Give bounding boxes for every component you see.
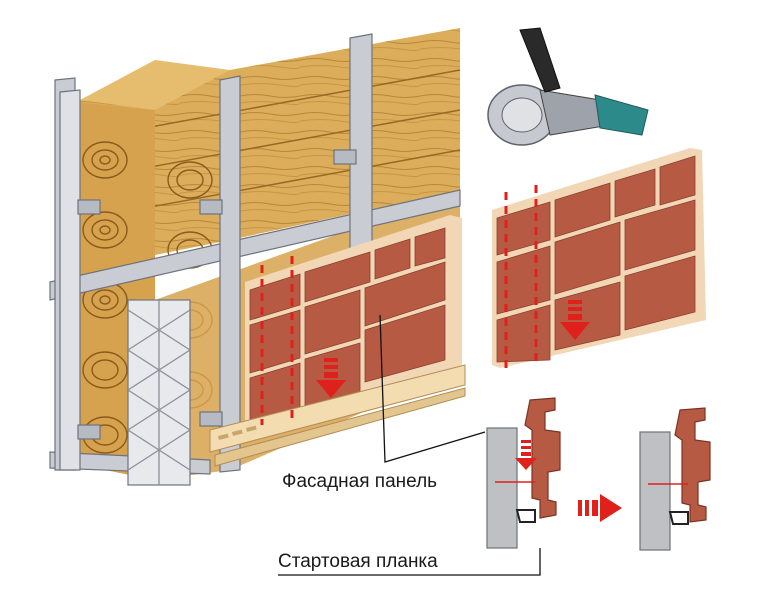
leader-lines xyxy=(278,314,541,576)
bracket xyxy=(77,199,101,215)
arrow-down-icon xyxy=(316,358,346,398)
label-facade-panel: Фасадная панель xyxy=(282,471,438,492)
loose-facade-panel xyxy=(492,148,706,368)
leader-starter-strip xyxy=(278,548,541,576)
arrow-down-icon xyxy=(515,440,537,470)
starter-strip xyxy=(209,364,466,453)
vertical-profile-1-face xyxy=(59,89,81,471)
angle-grinder-icon xyxy=(487,27,649,146)
cut-lines xyxy=(260,256,294,425)
cross-section-before xyxy=(486,397,561,549)
label-starter-strip: Стартовая планка xyxy=(278,551,438,572)
starter-strip-slots xyxy=(217,425,257,440)
vertical-profile-3 xyxy=(349,33,373,256)
bracket xyxy=(199,411,223,427)
metal-frame xyxy=(49,33,461,486)
bracket xyxy=(77,424,101,440)
vertical-profile-2 xyxy=(219,75,241,473)
cross-section-after xyxy=(639,407,711,551)
leader-facade-panel xyxy=(379,314,486,463)
bracket xyxy=(333,149,357,165)
wall-top-edge xyxy=(80,60,230,110)
installed-facade-panel xyxy=(209,215,466,467)
bracket xyxy=(199,199,223,215)
starter-strip-edge xyxy=(214,387,466,467)
arrow-right-icon xyxy=(578,494,622,522)
arrow-down-icon xyxy=(560,300,590,340)
corner-lattice xyxy=(127,300,191,485)
